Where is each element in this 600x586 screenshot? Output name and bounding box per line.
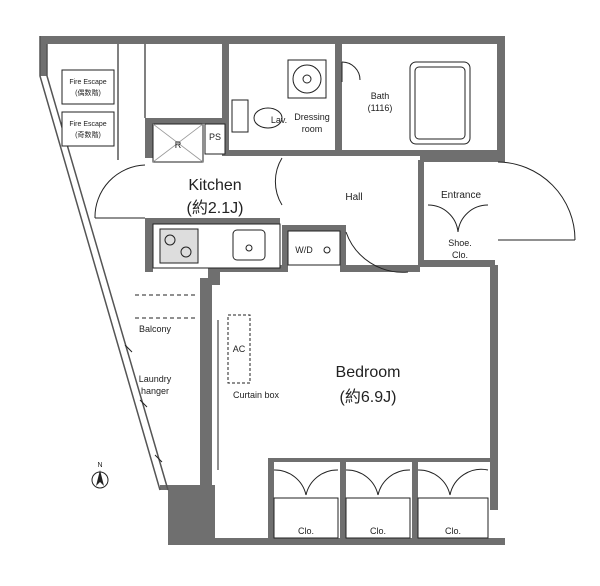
bedroom-size: (約6.9J) [340, 388, 397, 406]
fire-escape-1-line2: (偶数階) [75, 88, 101, 97]
closet-1-label: Clo. [298, 526, 314, 536]
lavatory-sink [287, 59, 327, 99]
ac-label: AC [233, 344, 246, 354]
washer: W/D [287, 230, 341, 266]
fire-escape-1-line1: Fire Escape [69, 79, 106, 86]
balcony-label: Balcony [139, 324, 172, 334]
fire-escape-2-line1: Fire Escape [69, 121, 106, 128]
air-conditioner: AC [227, 314, 251, 384]
pipe-space-label: PS [209, 132, 221, 142]
entrance-label: Entrance [441, 190, 481, 201]
north-arrow-icon: N [91, 462, 109, 489]
shoe-closet-line1: Shoe. [448, 238, 472, 248]
shoe-closet-line2: Clo. [452, 250, 468, 260]
dressing-room-line2: room [302, 124, 323, 134]
kitchen-label: Kitchen [188, 177, 241, 194]
fire-escape-2-line2: (奇数階) [75, 130, 101, 139]
fire-escape-1: Fire Escape (偶数階) [61, 69, 115, 105]
pipe-space: PS [204, 123, 226, 155]
doors [94, 61, 576, 496]
closet-shelves [273, 497, 489, 539]
bathtub [409, 61, 471, 145]
bath-label: Bath [371, 91, 390, 101]
closet-2-label: Clo. [370, 526, 386, 536]
refrigerator: R [152, 123, 204, 163]
lavatory-label: Lav. [271, 115, 287, 125]
refrigerator-label: R [175, 140, 182, 150]
laundry-hanger-line2: hanger [141, 386, 169, 396]
curtain-box-label: Curtain box [233, 390, 280, 400]
toilet [231, 99, 283, 133]
north-label: N [97, 462, 102, 469]
dressing-room-line1: Dressing [294, 112, 330, 122]
bedroom-label: Bedroom [336, 364, 401, 381]
kitchen-size: (約2.1J) [187, 199, 244, 217]
washer-label: W/D [295, 245, 313, 255]
exterior-strip [39, 36, 169, 491]
fire-escape-2: Fire Escape (奇数階) [61, 111, 115, 147]
closet-3-label: Clo. [445, 526, 461, 536]
laundry-hanger-line1: Laundry [139, 374, 172, 384]
bath-size: (1116) [368, 103, 393, 113]
hall-label: Hall [345, 192, 362, 203]
kitchen-counter [152, 223, 281, 269]
